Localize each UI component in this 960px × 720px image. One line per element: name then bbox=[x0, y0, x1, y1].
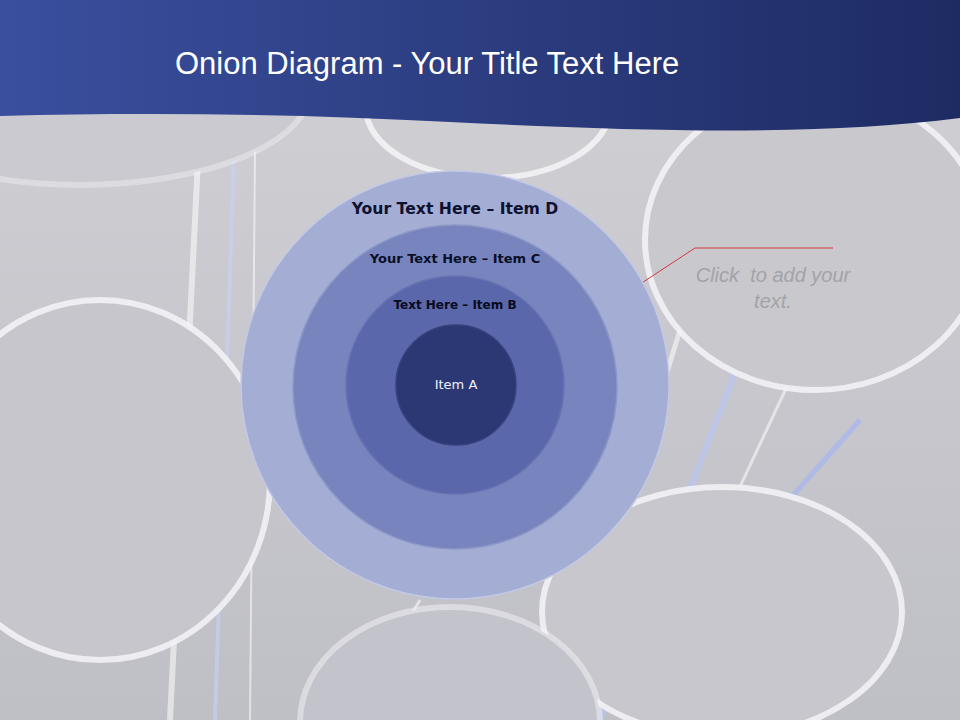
ring-label: Your Text Here – Item D bbox=[352, 200, 559, 219]
ring-label: Item A bbox=[435, 377, 478, 393]
ring-circle bbox=[346, 276, 564, 494]
ring-circle bbox=[293, 225, 617, 549]
diagram-title: Onion Diagram - Your Title Text Here bbox=[175, 46, 679, 82]
onion-ring: Your Text Here – Item C Text Here – Item … bbox=[292, 224, 618, 550]
ring-circle bbox=[241, 171, 669, 599]
ring-circle bbox=[396, 325, 516, 445]
onion-ring: Text Here – Item B Item A bbox=[345, 275, 565, 495]
ring-label: Text Here – Item B bbox=[393, 298, 516, 312]
onion-ring: Your Text Here – Item D Your Text Here – … bbox=[240, 170, 670, 600]
ring-label: Your Text Here – Item C bbox=[370, 251, 540, 267]
callout-text: Click to add your text. bbox=[695, 262, 851, 314]
header-band bbox=[0, 0, 960, 131]
onion-ring: Item A bbox=[395, 324, 517, 446]
